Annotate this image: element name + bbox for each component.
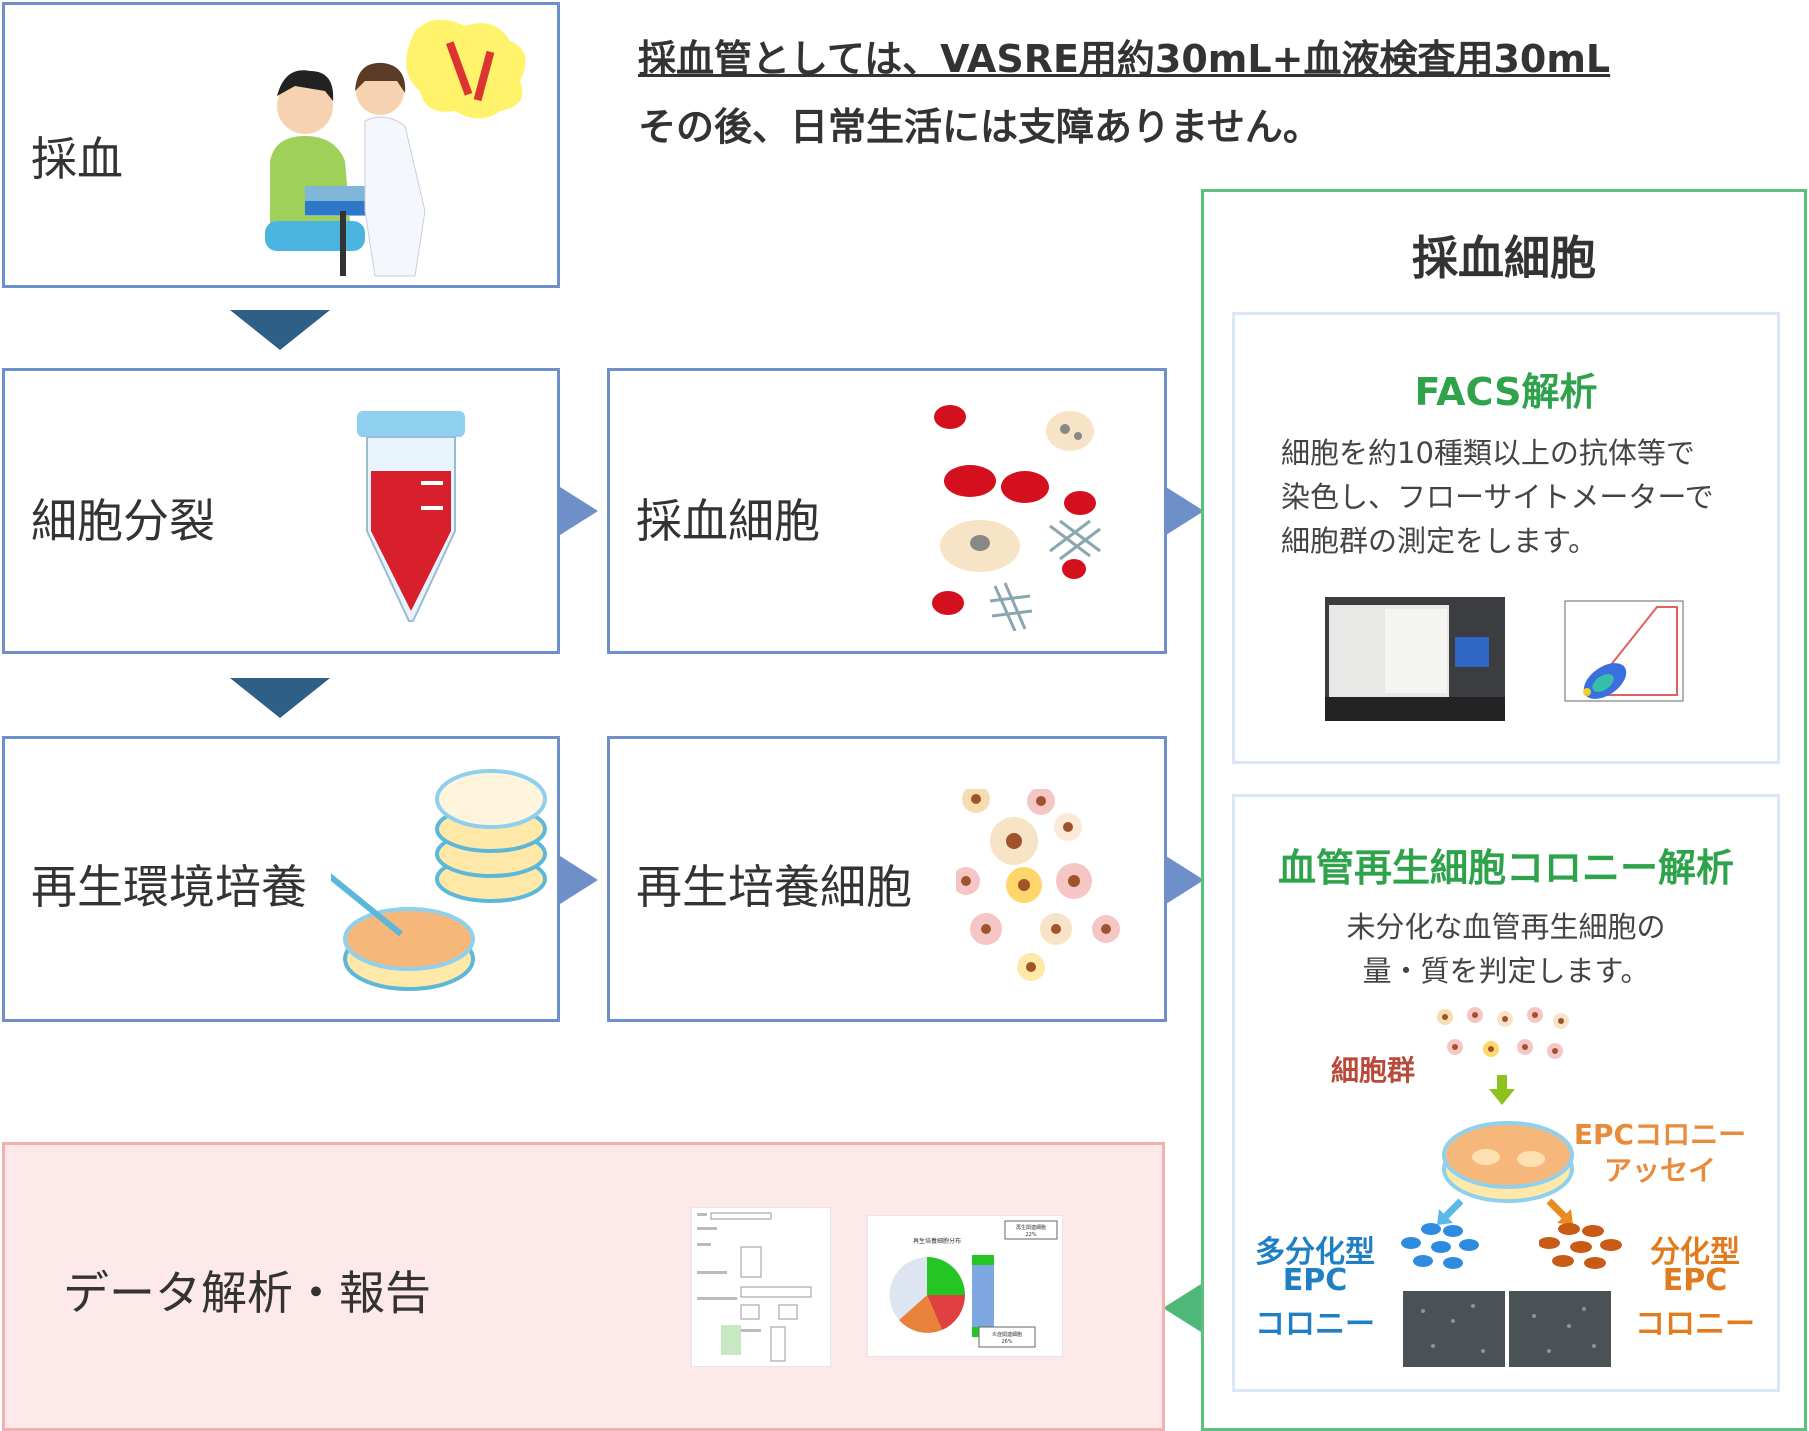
cell-group-label: 細胞群 [1331,1054,1416,1087]
differentiated-label-line-1: 分化型 [1650,1235,1740,1270]
note-line-1: 採血管としては、VASRE用約30mL+血液検査用30mL [638,37,1611,81]
colony-desc-line-1: 未分化な血管再生細胞の [1346,910,1666,944]
facs-desc-line-3: 細胞群の測定をします。 [1281,524,1598,558]
differentiated-epc-icon [1539,1223,1622,1269]
test-tube-icon [357,411,465,622]
step-cell-division: 細胞分裂 [2,368,560,654]
pie-callout-1-line-2: 22% [1025,1232,1036,1238]
report-label: データ解析・報告 [63,1266,431,1320]
colony-dish-icon [1442,1121,1574,1203]
blood-cells-panel: 採血細胞 FACS解析 細胞を約10種類以上の抗体等で 染色し、フローサイトメー… [1201,189,1807,1431]
blood-cells-box: 採血細胞 [607,368,1167,654]
spreadsheet-thumbnail [691,1207,831,1367]
microscope-image-right [1509,1291,1611,1367]
colony-card: 血管再生細胞コロニー解析 未分化な血管再生細胞の 量・質を判定します。 細胞群 … [1232,794,1780,1392]
down-left-arrow-icon [1437,1198,1464,1225]
differentiated-label-line-2: EPC [1662,1263,1728,1298]
pie-chart-thumbnail: 再生培養細胞分布 再生関連細胞 22% 炎症関連細胞 26% [867,1215,1063,1357]
step-culture: 再生環境培養 [2,736,560,1022]
colony-desc-line-2: 量・質を判定します。 [1362,954,1650,988]
pie-callout-2-line-2: 26% [1001,1339,1012,1345]
multipotent-label-line-2: EPC [1282,1263,1348,1298]
microscope-image-left [1403,1291,1505,1367]
down-arrow-icon [230,678,330,718]
blood-draw-illustration [265,19,526,277]
cultured-cells-illustration [956,789,1120,981]
assay-label-line-1: EPCコロニー [1573,1118,1747,1151]
panel-title: 採血細胞 [1412,231,1596,285]
cell-group-illustration [1437,1007,1569,1059]
right-arrow-icon [1166,487,1204,535]
facs-title: FACS解析 [1414,370,1598,414]
petri-dish-icon [331,769,547,991]
left-arrow-icon [1163,1284,1201,1332]
right-arrow-icon [560,856,598,904]
step-blood-draw: 採血 [2,2,560,288]
multipotent-epc-icon [1401,1223,1479,1269]
blood-cells-illustration [932,405,1101,631]
flow-cytometer-photo [1325,597,1505,721]
cultured-cells-label: 再生培養細胞 [636,860,912,914]
assay-label-line-2: アッセイ [1603,1154,1716,1187]
down-arrow-icon [230,310,330,350]
pie-chart-title: 再生培養細胞分布 [913,1237,961,1245]
colony-title: 血管再生細胞コロニー解析 [1277,846,1734,890]
scatter-plot-thumbnail [1564,600,1684,702]
facs-desc-line-2: 染色し、フローサイトメーターで [1281,480,1714,514]
multipotent-label-line-1: 多分化型 [1255,1235,1375,1270]
facs-card: FACS解析 細胞を約10種類以上の抗体等で 染色し、フローサイトメーターで 細… [1232,312,1780,764]
report-box: データ解析・報告 再生培養細胞分布 再生関連細胞 22% 炎 [2,1142,1165,1431]
cultured-cells-box: 再生培養細胞 [607,736,1167,1022]
pie-callout-1-line-1: 再生関連細胞 [1016,1224,1046,1231]
right-arrow-icon [560,487,598,535]
right-arrow-icon [1166,856,1204,904]
step-cell-division-label: 細胞分裂 [31,494,215,548]
multipotent-label-line-3: コロニー [1255,1307,1375,1342]
note-line-2: その後、日常生活には支障ありません。 [638,105,1321,149]
differentiated-label-line-3: コロニー [1635,1307,1755,1342]
down-right-arrow-icon [1546,1198,1573,1225]
facs-desc-line-1: 細胞を約10種類以上の抗体等で [1281,436,1695,470]
pie-callout-2-line-1: 炎症関連細胞 [992,1331,1022,1338]
step-blood-draw-label: 採血 [31,132,123,186]
down-arrow-icon [1489,1075,1515,1105]
step-culture-label: 再生環境培養 [31,860,307,914]
blood-cells-label: 採血細胞 [636,494,820,548]
